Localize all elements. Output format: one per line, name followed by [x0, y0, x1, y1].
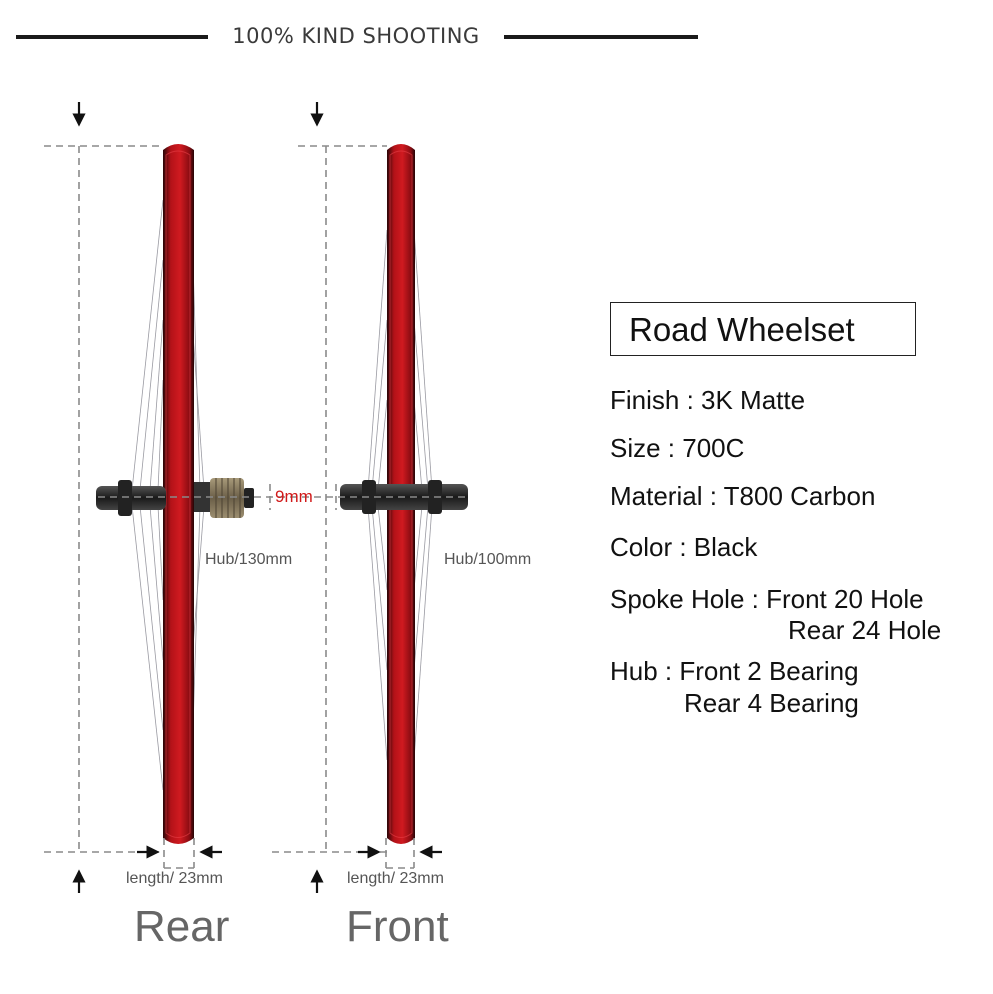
rear-rim-width-label: length/ 23mm	[126, 870, 223, 887]
spec-hub-rear: Rear 4 Bearing	[684, 688, 859, 718]
header-rule-right	[504, 35, 698, 39]
rear-rim	[163, 144, 194, 844]
spec-spoke-hole: Spoke Hole : Front 20 Hole	[610, 584, 924, 614]
spec-size: Size : 700C	[610, 433, 745, 463]
front-spokes	[367, 229, 433, 761]
rear-axle-end	[244, 488, 254, 508]
spec-material: Material : T800 Carbon	[610, 481, 876, 511]
spec-color: Color : Black	[610, 532, 758, 562]
rear-cassette-body	[210, 478, 244, 518]
rear-hub-label: Hub/130mm	[205, 551, 293, 568]
dimension-arrows	[72, 102, 442, 893]
rear-flange-right	[194, 482, 212, 512]
header-rule-left	[16, 35, 208, 39]
gap-label: 9mm	[275, 487, 313, 506]
front-wheel	[340, 144, 468, 844]
spec-hub: Hub : Front 2 Bearing	[610, 656, 859, 686]
rear-flange-left	[118, 480, 132, 516]
rear-wheel	[96, 144, 254, 844]
spec-finish: Finish : 3K Matte	[610, 385, 806, 415]
spec-title-box: Road Wheelset	[610, 302, 916, 356]
rear-wheel-label: Rear	[134, 902, 230, 951]
front-hub-label: Hub/100mm	[444, 551, 532, 568]
header-title: 100% KIND SHOOTING	[232, 24, 480, 48]
front-wheel-label: Front	[346, 902, 449, 951]
spec-title: Road Wheelset	[629, 311, 855, 348]
front-rim-width-label: length/ 23mm	[347, 870, 444, 887]
spec-spoke-hole-rear: Rear 24 Hole	[788, 615, 942, 645]
